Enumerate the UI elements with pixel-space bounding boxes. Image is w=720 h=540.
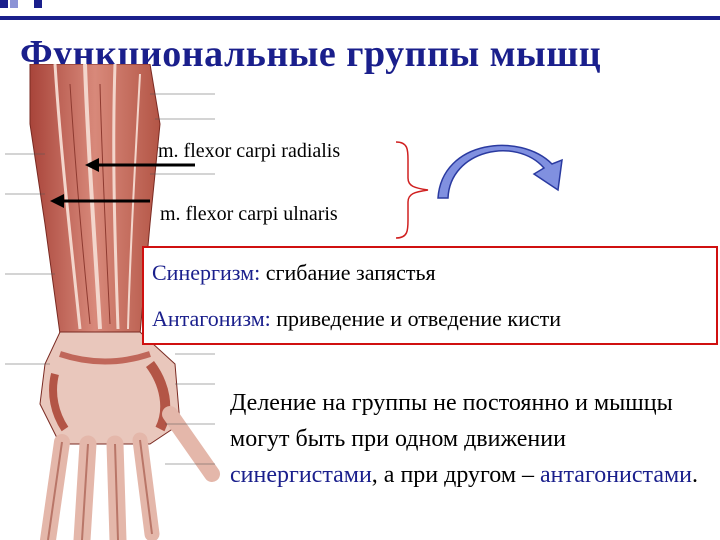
note-antagonists: антагонистами — [540, 462, 692, 488]
arrow-left-icon — [85, 158, 195, 172]
synergism-line: Синергизм: сгибание запястья — [152, 260, 436, 286]
synergism-term: Синергизм: — [152, 260, 261, 285]
muscle-label-ulnaris: m. flexor carpi ulnaris — [160, 203, 338, 225]
decor-square — [10, 0, 18, 8]
decor-square — [0, 0, 8, 8]
forearm-anatomy-illustration — [5, 64, 220, 540]
curved-arrow-icon — [437, 144, 563, 199]
note-paragraph: Деление на группы не постоянно и мышцы м… — [230, 385, 710, 493]
antagonism-term: Антагонизм: — [152, 306, 271, 331]
antagonism-desc: приведение и отведение кисти — [270, 306, 562, 331]
note-text-2: , а при другом – — [371, 462, 541, 488]
antagonism-line: Антагонизм: приведение и отведение кисти — [152, 306, 561, 332]
note-synergists: синергистами — [230, 462, 372, 488]
note-text-1: Деление на группы не постоянно и мышцы м… — [230, 390, 673, 452]
decor-square — [34, 0, 42, 8]
curly-brace-icon — [395, 141, 429, 239]
decor-top-line — [0, 16, 720, 20]
note-text-3: . — [692, 462, 698, 488]
arrow-left-icon — [50, 194, 150, 208]
muscle-label-radialis: m. flexor carpi radialis — [158, 140, 341, 162]
synergism-desc: сгибание запястья — [260, 260, 436, 285]
definitions-box: Синергизм: сгибание запястья Антагонизм:… — [142, 246, 718, 345]
